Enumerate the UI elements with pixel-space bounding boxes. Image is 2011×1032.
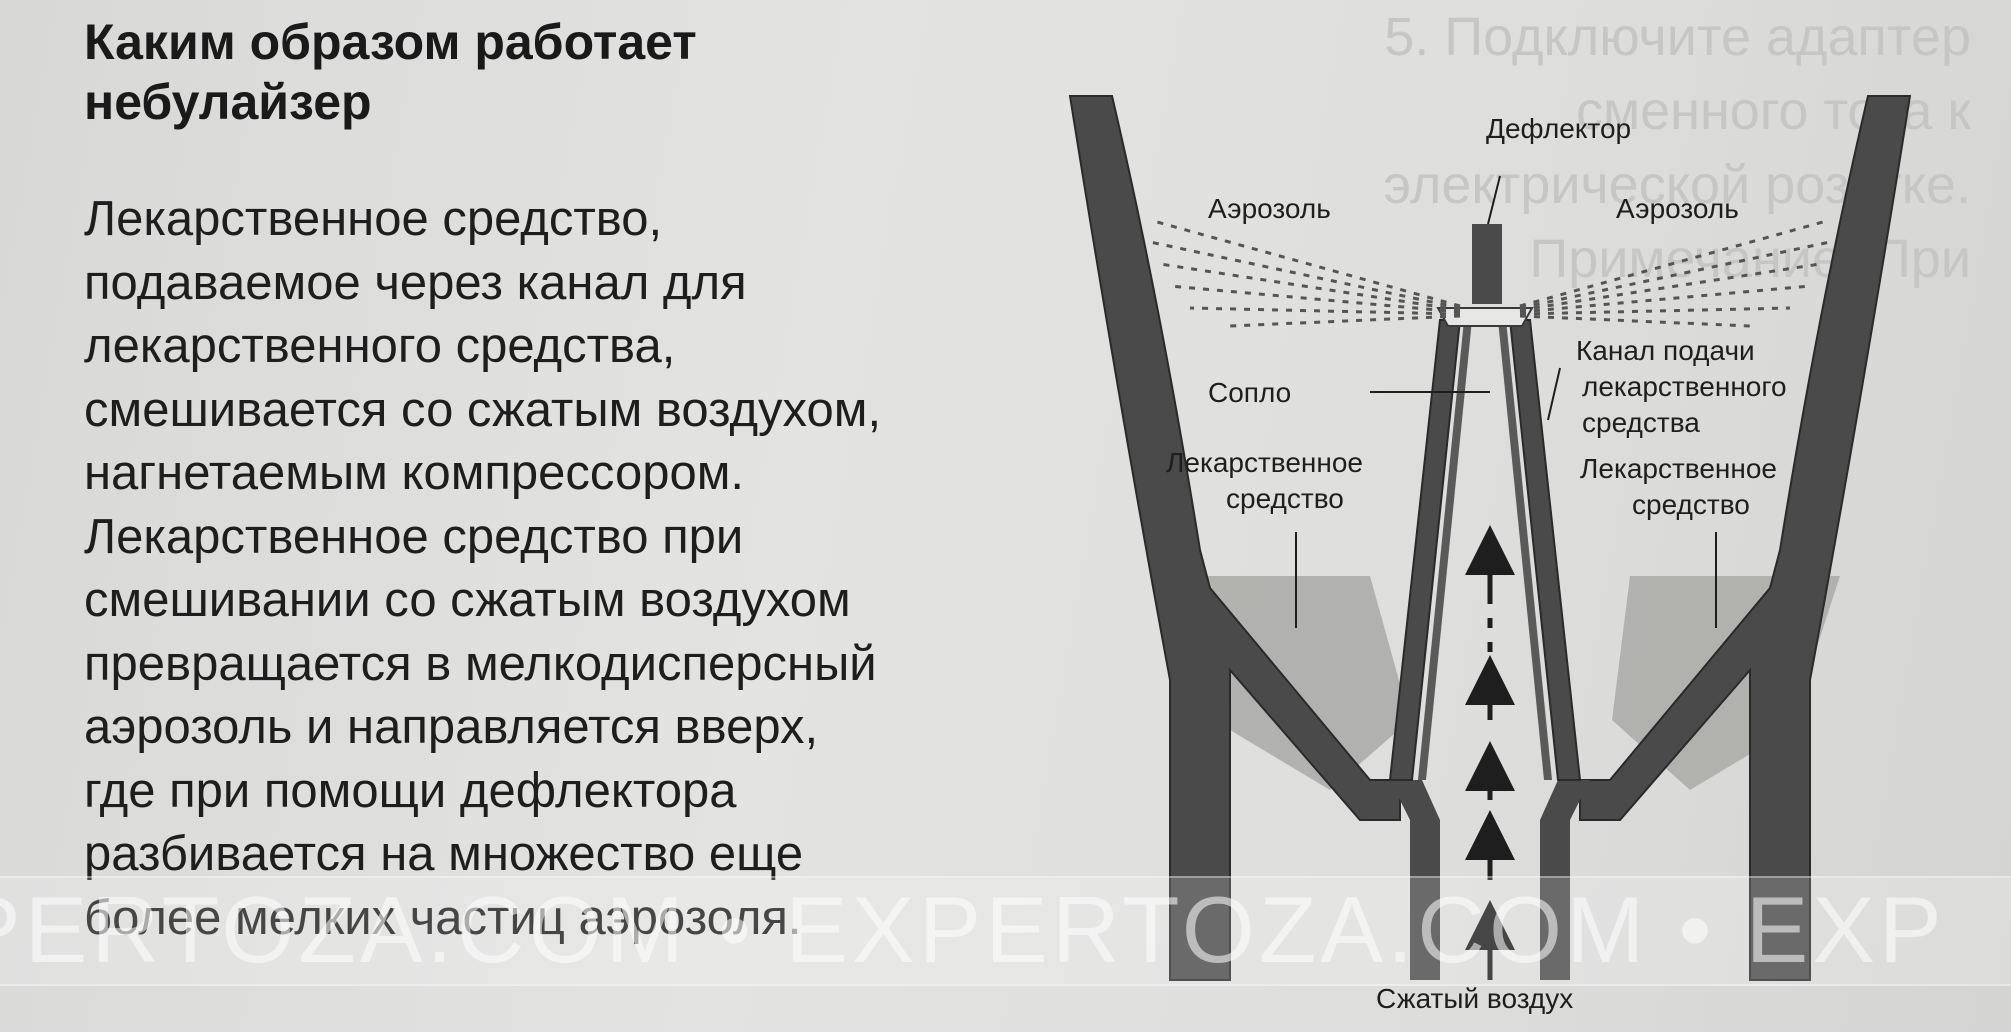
left-inner-tube — [1390, 780, 1440, 980]
label-aerosol-left: Аэрозоль — [1208, 193, 1331, 224]
text-line: где при помощи дефлектора — [84, 763, 737, 818]
title-line: Каким образом работает — [84, 14, 697, 70]
label-channel-line2: лекарственного — [1582, 371, 1787, 402]
aerosol-spray-left — [1149, 218, 1461, 328]
text-line: Лекарственное средство при — [84, 509, 744, 564]
label-deflector: Дефлектор — [1486, 113, 1631, 144]
label-medicine-right-line2: средство — [1632, 489, 1750, 520]
left-outer-wall — [1068, 95, 1401, 981]
channel-left-wall — [1418, 320, 1472, 780]
label-aerosol-right: Аэрозоль — [1616, 193, 1739, 224]
ghost-line: Примечание: При — [1529, 229, 1971, 289]
channel-right-wall — [1498, 320, 1552, 780]
text-line: превращается в мелкодисперсный — [84, 636, 877, 691]
text-line: Лекарственное средство, — [84, 192, 663, 246]
text-line: аэрозоль и направляется вверх, — [84, 700, 819, 754]
ghost-line: 5. Подключите адаптер — [1384, 7, 1971, 67]
label-medicine-right-line1: Лекарственное — [1580, 453, 1777, 484]
right-inner-tube — [1540, 780, 1590, 980]
text-line: нагнетаемым компрессором. — [84, 446, 745, 500]
right-outer-wall — [1579, 95, 1912, 981]
text-line: разбивается на множество еще — [84, 827, 804, 881]
text-line: более мелких частиц аэрозоля. — [84, 890, 802, 945]
text-line: смешивается со сжатым воздухом, — [84, 382, 882, 437]
watermark-band — [0, 876, 2011, 986]
leader-channel — [1547, 367, 1561, 421]
page-title: Каким образом работает небулайзер — [84, 12, 984, 132]
aerosol-spray-right — [1519, 218, 1831, 328]
description-paragraph: Лекарственное средство, подаваемое через… — [84, 188, 1084, 950]
deflector-rod — [1472, 224, 1502, 304]
label-channel-line1: Канал подачи — [1576, 335, 1755, 366]
label-channel-line3: средства — [1582, 407, 1700, 438]
watermark: PERTOZA.COM • EXPERTOZA.COM • EXP — [0, 877, 1946, 982]
label-medicine-left-line2: средство — [1226, 483, 1344, 514]
label-nozzle: Сопло — [1208, 377, 1291, 408]
label-compressed-air: Сжатый воздух — [1376, 983, 1573, 1014]
label-medicine-left-line1: Лекарственное — [1166, 447, 1363, 478]
text-line: подаваемое через канал для — [84, 255, 747, 310]
title-line: небулайзер — [84, 74, 372, 130]
text-line: лекарственного средства, — [84, 319, 676, 373]
nebulizer-diagram: Дефлектор Аэрозоль Аэрозоль Сопло Канал … — [1068, 95, 1912, 1014]
nozzle-tip — [1436, 307, 1534, 327]
text-line: смешивании со сжатым воздухом — [84, 573, 851, 627]
leader-deflector — [1487, 175, 1501, 225]
